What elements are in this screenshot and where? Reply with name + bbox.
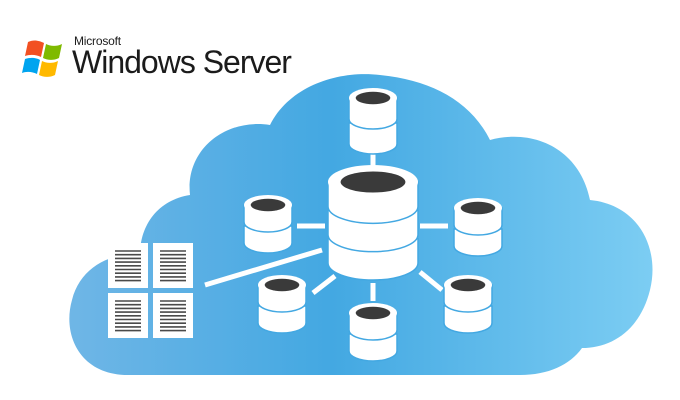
windows-server-logo: Microsoft Windows Server [22,34,322,84]
connector-line [311,274,337,295]
windows-flag-icon [22,40,62,77]
logo-brand-text: Microsoft [74,34,121,48]
database-icon [243,195,293,254]
connector-line [204,247,323,288]
database-group [243,88,503,362]
logo-product-text: Windows Server [72,44,292,80]
connector-lines [204,152,448,301]
database-icon [348,303,398,362]
database-icon [453,198,503,257]
document-icon [153,243,193,288]
connector-line [418,270,444,292]
document-icon [153,293,193,338]
document-icon [108,293,148,338]
database-icon [348,88,398,155]
document-icon [108,243,148,288]
document-group [108,243,193,338]
database-icon [257,275,307,334]
database-icon [327,165,419,281]
database-icon [443,275,493,334]
